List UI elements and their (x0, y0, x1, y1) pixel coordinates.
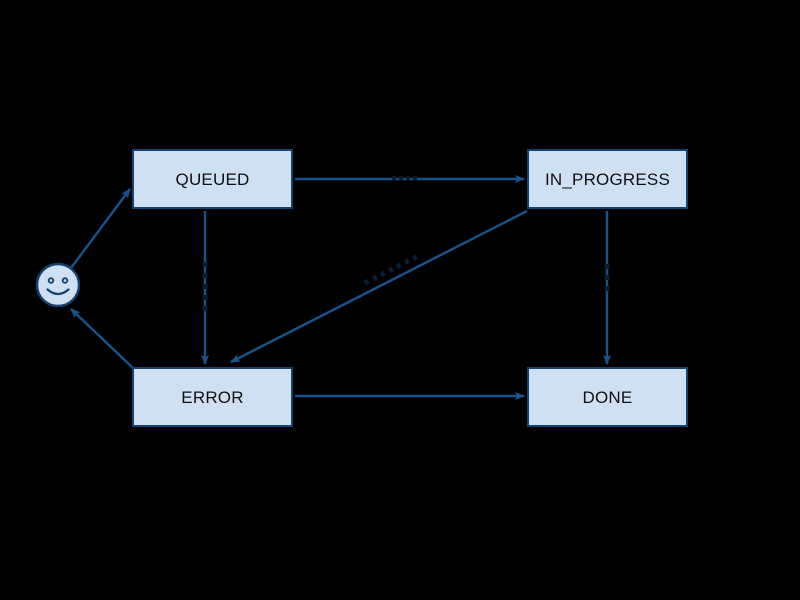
state-node-in-progress[interactable]: IN_PROGRESS (527, 149, 688, 209)
edge-queued-to-in-progress (295, 175, 525, 183)
edge-error-to-start (70, 308, 134, 369)
edge-in-progress-to-error (230, 209, 528, 364)
state-node-queued-label: QUEUED (175, 169, 250, 189)
state-node-error[interactable]: ERROR (132, 367, 293, 427)
state-node-done-label: DONE (582, 387, 633, 407)
state-node-in-progress-label: IN_PROGRESS (544, 169, 670, 189)
state-node-done[interactable]: DONE (527, 367, 688, 427)
state-node-queued[interactable]: QUEUED (132, 149, 293, 209)
start-node[interactable] (35, 262, 81, 308)
edge-start-to-queued (70, 188, 131, 269)
smiley-face-icon (35, 262, 81, 308)
state-node-error-label: ERROR (181, 387, 244, 407)
